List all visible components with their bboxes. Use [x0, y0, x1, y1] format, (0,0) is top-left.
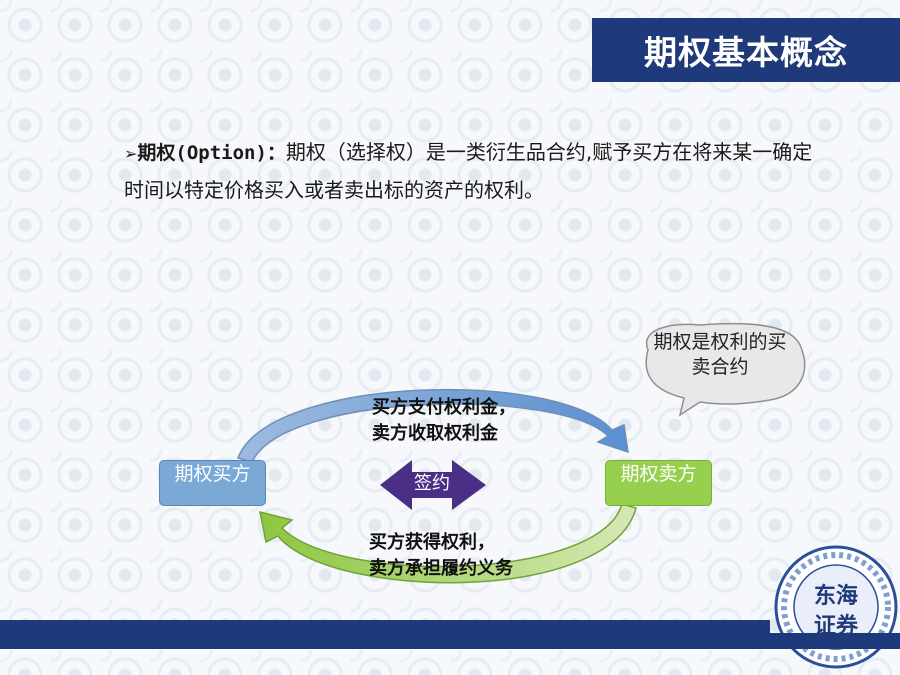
seller-box: 期权卖方 — [605, 460, 712, 506]
bottom-flow-arrow — [259, 503, 637, 584]
logo-line2: 证券 — [813, 614, 858, 639]
top-flow-label: 买方支付权利金， 卖方收取权利金 — [372, 395, 516, 447]
sign-arrow-label: 签约 — [414, 473, 450, 494]
logo-line1: 东海 — [813, 584, 858, 609]
arrow-bullet-icon: ➢ — [124, 144, 138, 163]
footer-bar — [0, 620, 770, 649]
definition-text: 期权（选择权）是一类衍生品合约,赋予买方在将来某一确定时间以特定价格买入或者卖出… — [124, 140, 813, 202]
definition-paragraph: ➢期权(Option)：期权（选择权）是一类衍生品合约,赋予买方在将来某一确定时… — [124, 134, 824, 209]
buyer-box: 期权买方 — [159, 460, 266, 506]
slide-title: 期权基本概念 — [592, 18, 900, 82]
footer-strip — [770, 633, 900, 649]
logo-text: 东海 证券 — [790, 582, 882, 642]
speech-bubble-text: 期权是权利的买卖合约 — [653, 331, 787, 378]
sign-double-arrow — [380, 460, 486, 510]
bottom-flow-label-line2: 卖方承担履约义务 — [369, 558, 513, 579]
top-flow-label-line1: 买方支付权利金， — [372, 397, 516, 418]
speech-bubble — [645, 322, 806, 417]
bottom-flow-label-line1: 买方获得权利， — [369, 532, 495, 553]
definition-term: 期权(Option)： — [137, 142, 286, 164]
bottom-flow-label: 买方获得权利， 卖方承担履约义务 — [369, 530, 513, 582]
top-flow-arrow — [237, 388, 629, 463]
top-flow-label-line2: 卖方收取权利金 — [372, 423, 498, 444]
